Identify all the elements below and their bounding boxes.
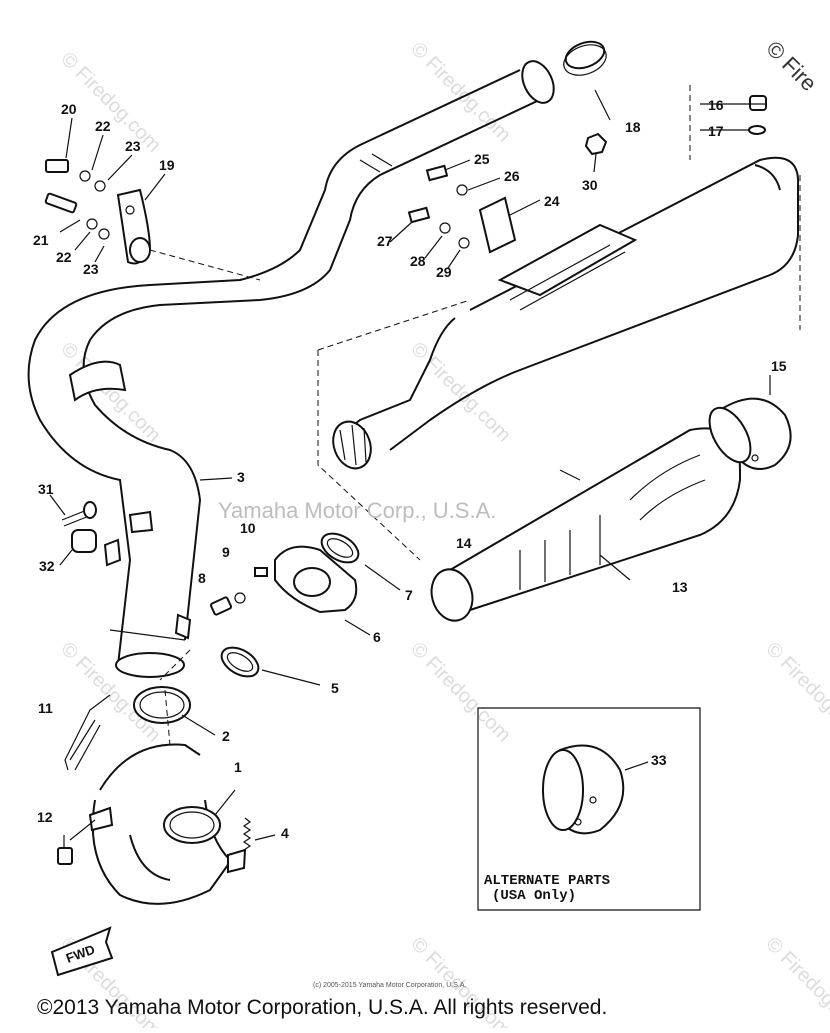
part-label-22-bottom: 22 bbox=[56, 249, 72, 265]
part-label-16: 16 bbox=[708, 97, 724, 113]
part-label-8: 8 bbox=[198, 570, 206, 586]
part-label-13: 13 bbox=[672, 579, 688, 595]
elbow-pipe bbox=[57, 689, 276, 905]
part-label-23-bottom: 23 bbox=[83, 261, 99, 277]
part-label-18: 18 bbox=[625, 119, 641, 135]
part-label-7: 7 bbox=[405, 587, 413, 603]
plug-parts bbox=[49, 494, 97, 566]
part-label-6: 6 bbox=[373, 629, 381, 645]
part-label-15: 15 bbox=[771, 358, 787, 374]
watermark-corner: © Fire bbox=[761, 36, 821, 96]
watermark-firedog: © Firedog.com bbox=[406, 638, 515, 747]
part-label-33: 33 bbox=[651, 752, 667, 768]
part-label-25: 25 bbox=[474, 151, 490, 167]
alternate-parts-title: ALTERNATE PARTS bbox=[484, 873, 610, 889]
watermark-firedog: © Firedog.com bbox=[406, 38, 515, 147]
part-label-2: 2 bbox=[222, 728, 230, 744]
part-label-29: 29 bbox=[436, 264, 452, 280]
part-label-11: 11 bbox=[38, 700, 53, 716]
part-label-1: 1 bbox=[234, 759, 242, 775]
part-label-17: 17 bbox=[708, 123, 724, 139]
part-label-23-top: 23 bbox=[125, 138, 141, 154]
part-label-5: 5 bbox=[331, 680, 339, 696]
brand-watermark: Yamaha Motor Corp., U.S.A. bbox=[218, 498, 496, 523]
header-flange bbox=[133, 532, 401, 736]
part-label-28: 28 bbox=[410, 253, 426, 269]
expansion-pipe bbox=[27, 60, 555, 678]
part-label-19: 19 bbox=[159, 157, 175, 173]
part-label-12: 12 bbox=[37, 809, 53, 825]
leader-lines bbox=[59, 103, 765, 269]
part-label-24: 24 bbox=[544, 193, 560, 209]
part-label-30: 30 bbox=[582, 177, 598, 193]
muffler-assembly bbox=[317, 40, 801, 622]
watermark-firedog: © Firedog.com bbox=[761, 933, 830, 1028]
copyright-main: ©2013 Yamaha Motor Corporation, U.S.A. A… bbox=[37, 996, 607, 1019]
part-labels: 1 2 3 4 5 6 7 8 9 10 11 12 13 14 15 16 1… bbox=[33, 97, 787, 841]
alternate-parts-box: ALTERNATE PARTS (USA Only) bbox=[477, 707, 701, 911]
part-label-9: 9 bbox=[222, 544, 230, 560]
part-label-20: 20 bbox=[61, 101, 77, 117]
part-label-10: 10 bbox=[240, 520, 256, 536]
watermark-firedog: © Firedog.com bbox=[761, 638, 830, 747]
part-label-4: 4 bbox=[281, 825, 289, 841]
part-label-31: 31 bbox=[38, 481, 54, 497]
forward-arrow: FWD bbox=[50, 926, 114, 977]
part-label-26: 26 bbox=[504, 168, 520, 184]
watermark-firedog: © Firedog.com bbox=[406, 338, 515, 447]
part-label-21: 21 bbox=[33, 232, 49, 248]
alternate-parts-note: (USA Only) bbox=[492, 888, 576, 904]
part-label-3: 3 bbox=[237, 469, 245, 485]
part-label-22-top: 22 bbox=[95, 118, 111, 134]
copyright-small: (c) 2005-2015 Yamaha Motor Corporation, … bbox=[313, 982, 466, 989]
part-label-14: 14 bbox=[456, 535, 472, 551]
part-label-32: 32 bbox=[39, 558, 55, 574]
part-label-27: 27 bbox=[377, 233, 393, 249]
